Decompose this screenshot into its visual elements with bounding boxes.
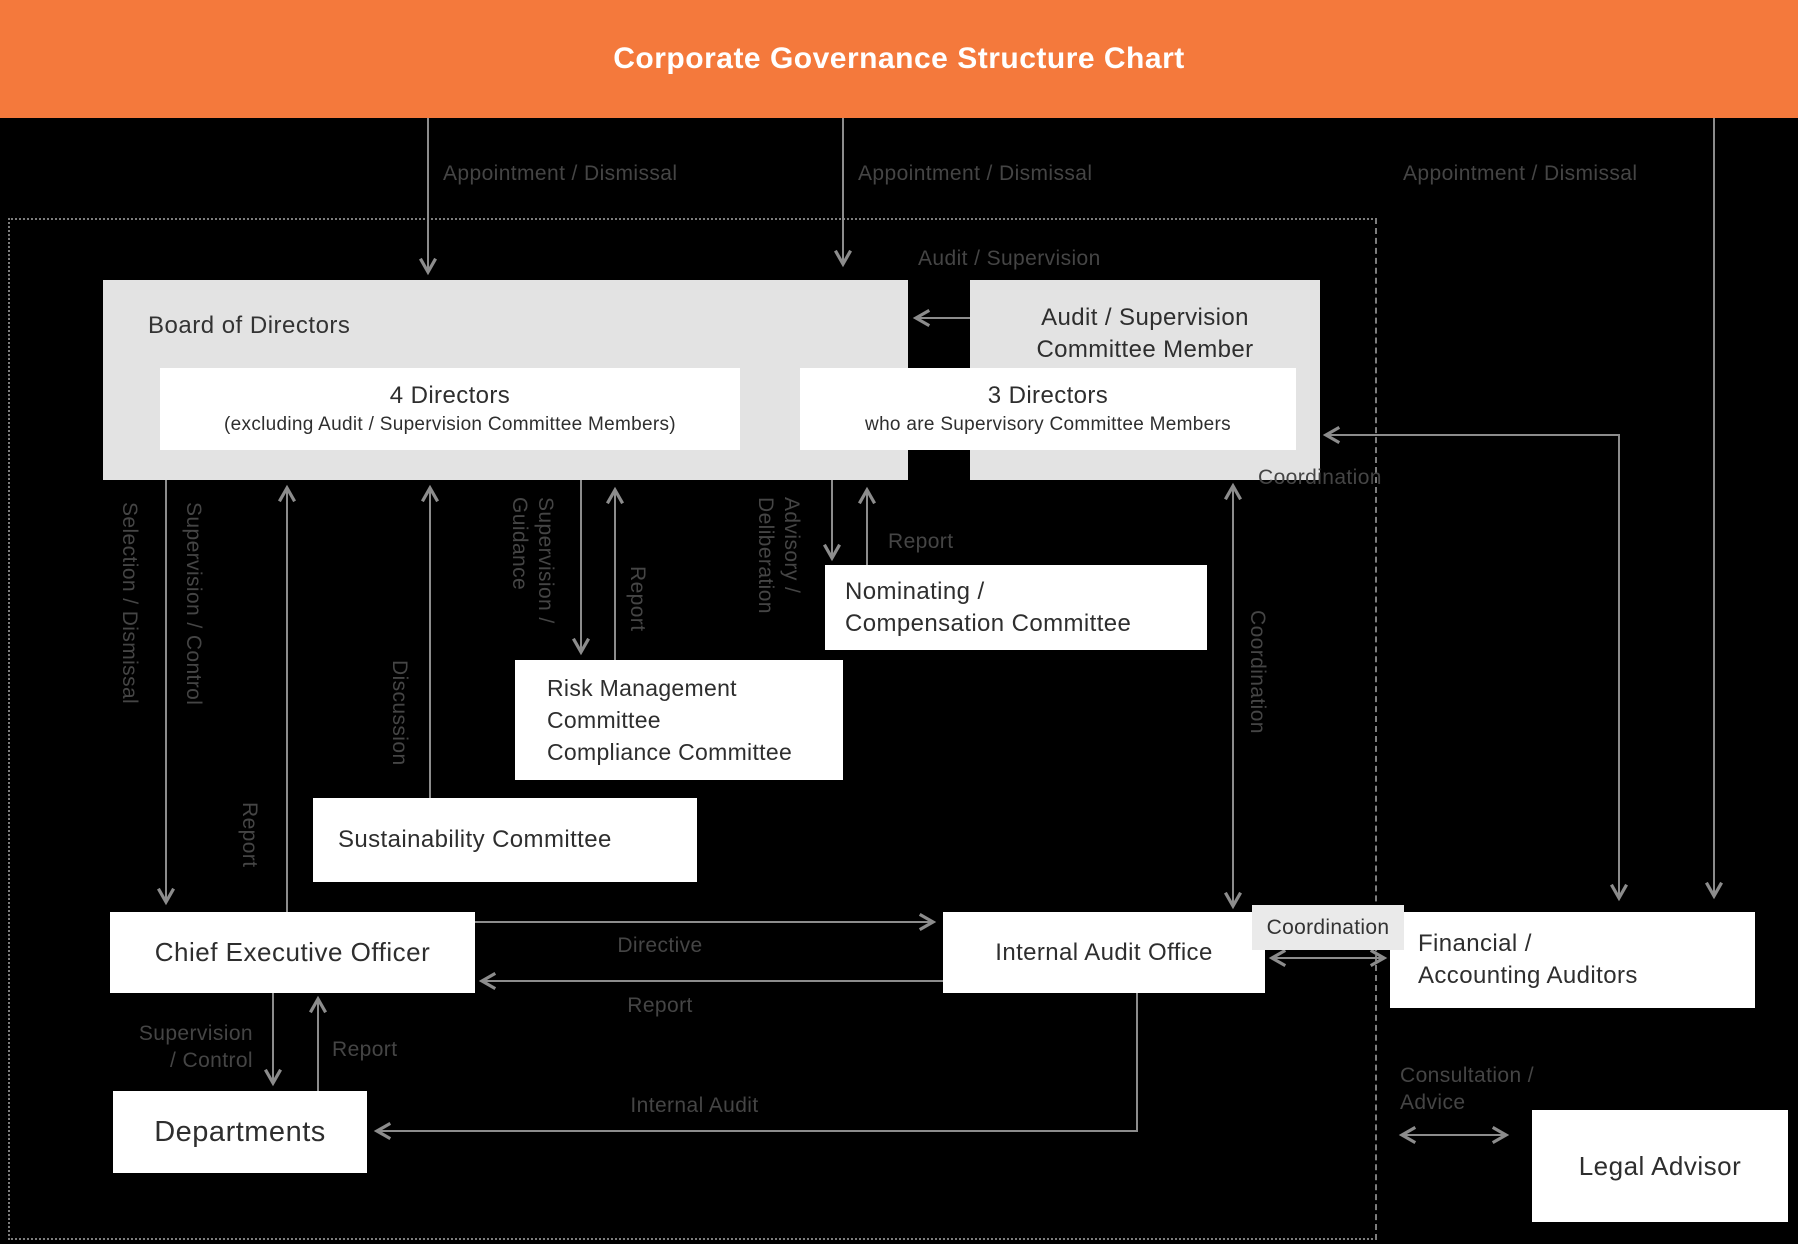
four-directors-box: 4 Directors (excluding Audit / Supervisi… — [160, 368, 740, 450]
risk-compliance-committee-box: Risk Management Committee Compliance Com… — [515, 660, 843, 780]
three-directors-box: 3 Directors who are Supervisory Committe… — [800, 368, 1296, 450]
supervision-control2-line2: / Control — [170, 1049, 253, 1072]
coordination-l-label: Coordination — [1258, 466, 1382, 489]
consultation-line2: Advice — [1400, 1091, 1466, 1114]
audit-committee-line2: Committee Member — [1036, 336, 1254, 363]
consultation-line1: Consultation / — [1400, 1064, 1535, 1087]
sustainability-label: Sustainability Committee — [338, 826, 612, 853]
four-directors-subtitle: (excluding Audit / Supervision Committee… — [224, 414, 676, 435]
page-title: Corporate Governance Structure Chart — [613, 42, 1185, 75]
supervision-control2-line1: Supervision — [138, 1022, 253, 1045]
report-iao-ceo-label: Report — [627, 994, 693, 1017]
internal-audit-office-label: Internal Audit Office — [995, 938, 1213, 966]
appointment-dismissal-label-3: Appointment / Dismissal — [1403, 162, 1638, 185]
nominating-line1: Nominating / — [845, 577, 985, 605]
directive-label: Directive — [617, 934, 703, 957]
appointment-dismissal-label-2: Appointment / Dismissal — [858, 162, 1093, 185]
supervision-guidance-line1: Supervision / — [534, 497, 557, 624]
coordination-badge: Coordination — [1252, 905, 1404, 950]
advisory-line1: Advisory / — [780, 497, 803, 594]
financial-auditors-line2: Accounting Auditors — [1418, 962, 1638, 989]
consultation-advice-label: Consultation / Advice — [1400, 1062, 1534, 1116]
report-risk-label: Report — [626, 566, 649, 632]
departments-box: Departments — [113, 1091, 367, 1173]
ceo-label: Chief Executive Officer — [154, 937, 431, 967]
three-directors-title: 3 Directors — [987, 382, 1109, 409]
discussion-label: Discussion — [388, 660, 411, 766]
appointment-dismissal-label-1: Appointment / Dismissal — [443, 162, 678, 185]
financial-accounting-auditors-box: Financial / Accounting Auditors — [1390, 912, 1755, 1008]
four-directors-title: 4 Directors — [389, 382, 511, 409]
internal-audit-office-box: Internal Audit Office — [943, 912, 1265, 993]
board-of-directors-label: Board of Directors — [148, 312, 351, 339]
nominating-compensation-committee-box: Nominating / Compensation Committee — [825, 565, 1207, 650]
supervision-guidance-line2: Guidance — [508, 497, 531, 591]
risk-committee-line2: Compliance Committee — [547, 739, 793, 765]
audit-committee-line1: Audit / Supervision — [1041, 304, 1249, 331]
advisory-deliberation-label: Advisory / Deliberation — [752, 497, 804, 614]
supervision-control-ceo-dept-label: Supervision / Control — [105, 1020, 253, 1074]
report-dept-ceo-label: Report — [332, 1038, 398, 1061]
selection-dismissal-label: Selection / Dismissal — [118, 502, 141, 705]
ceo-box: Chief Executive Officer — [110, 912, 475, 993]
sustainability-committee-box: Sustainability Committee — [313, 798, 697, 882]
three-directors-subtitle: who are Supervisory Committee Members — [865, 414, 1231, 435]
coordination-vertical-label: Coordination — [1246, 610, 1269, 734]
internal-audit-edge-label: Internal Audit — [630, 1094, 759, 1117]
legal-advisor-box: Legal Advisor — [1532, 1110, 1788, 1222]
risk-committee-line1: Risk Management Committee — [547, 675, 737, 733]
departments-label: Departments — [154, 1115, 326, 1148]
supervision-control-label: Supervision / Control — [182, 502, 205, 706]
nominating-line2: Compensation Committee — [845, 609, 1132, 637]
audit-supervision-edge-label: Audit / Supervision — [918, 247, 1101, 270]
coordination-badge-label: Coordination — [1266, 915, 1390, 939]
financial-auditors-line1: Financial / — [1418, 930, 1532, 957]
supervision-guidance-label: Supervision / Guidance — [506, 497, 558, 624]
report-nominating-label: Report — [888, 530, 954, 553]
legal-advisor-label: Legal Advisor — [1578, 1150, 1742, 1181]
report-ceo-board-label: Report — [238, 802, 261, 868]
title-bar: Corporate Governance Structure Chart — [0, 0, 1798, 118]
advisory-line2: Deliberation — [754, 497, 777, 614]
